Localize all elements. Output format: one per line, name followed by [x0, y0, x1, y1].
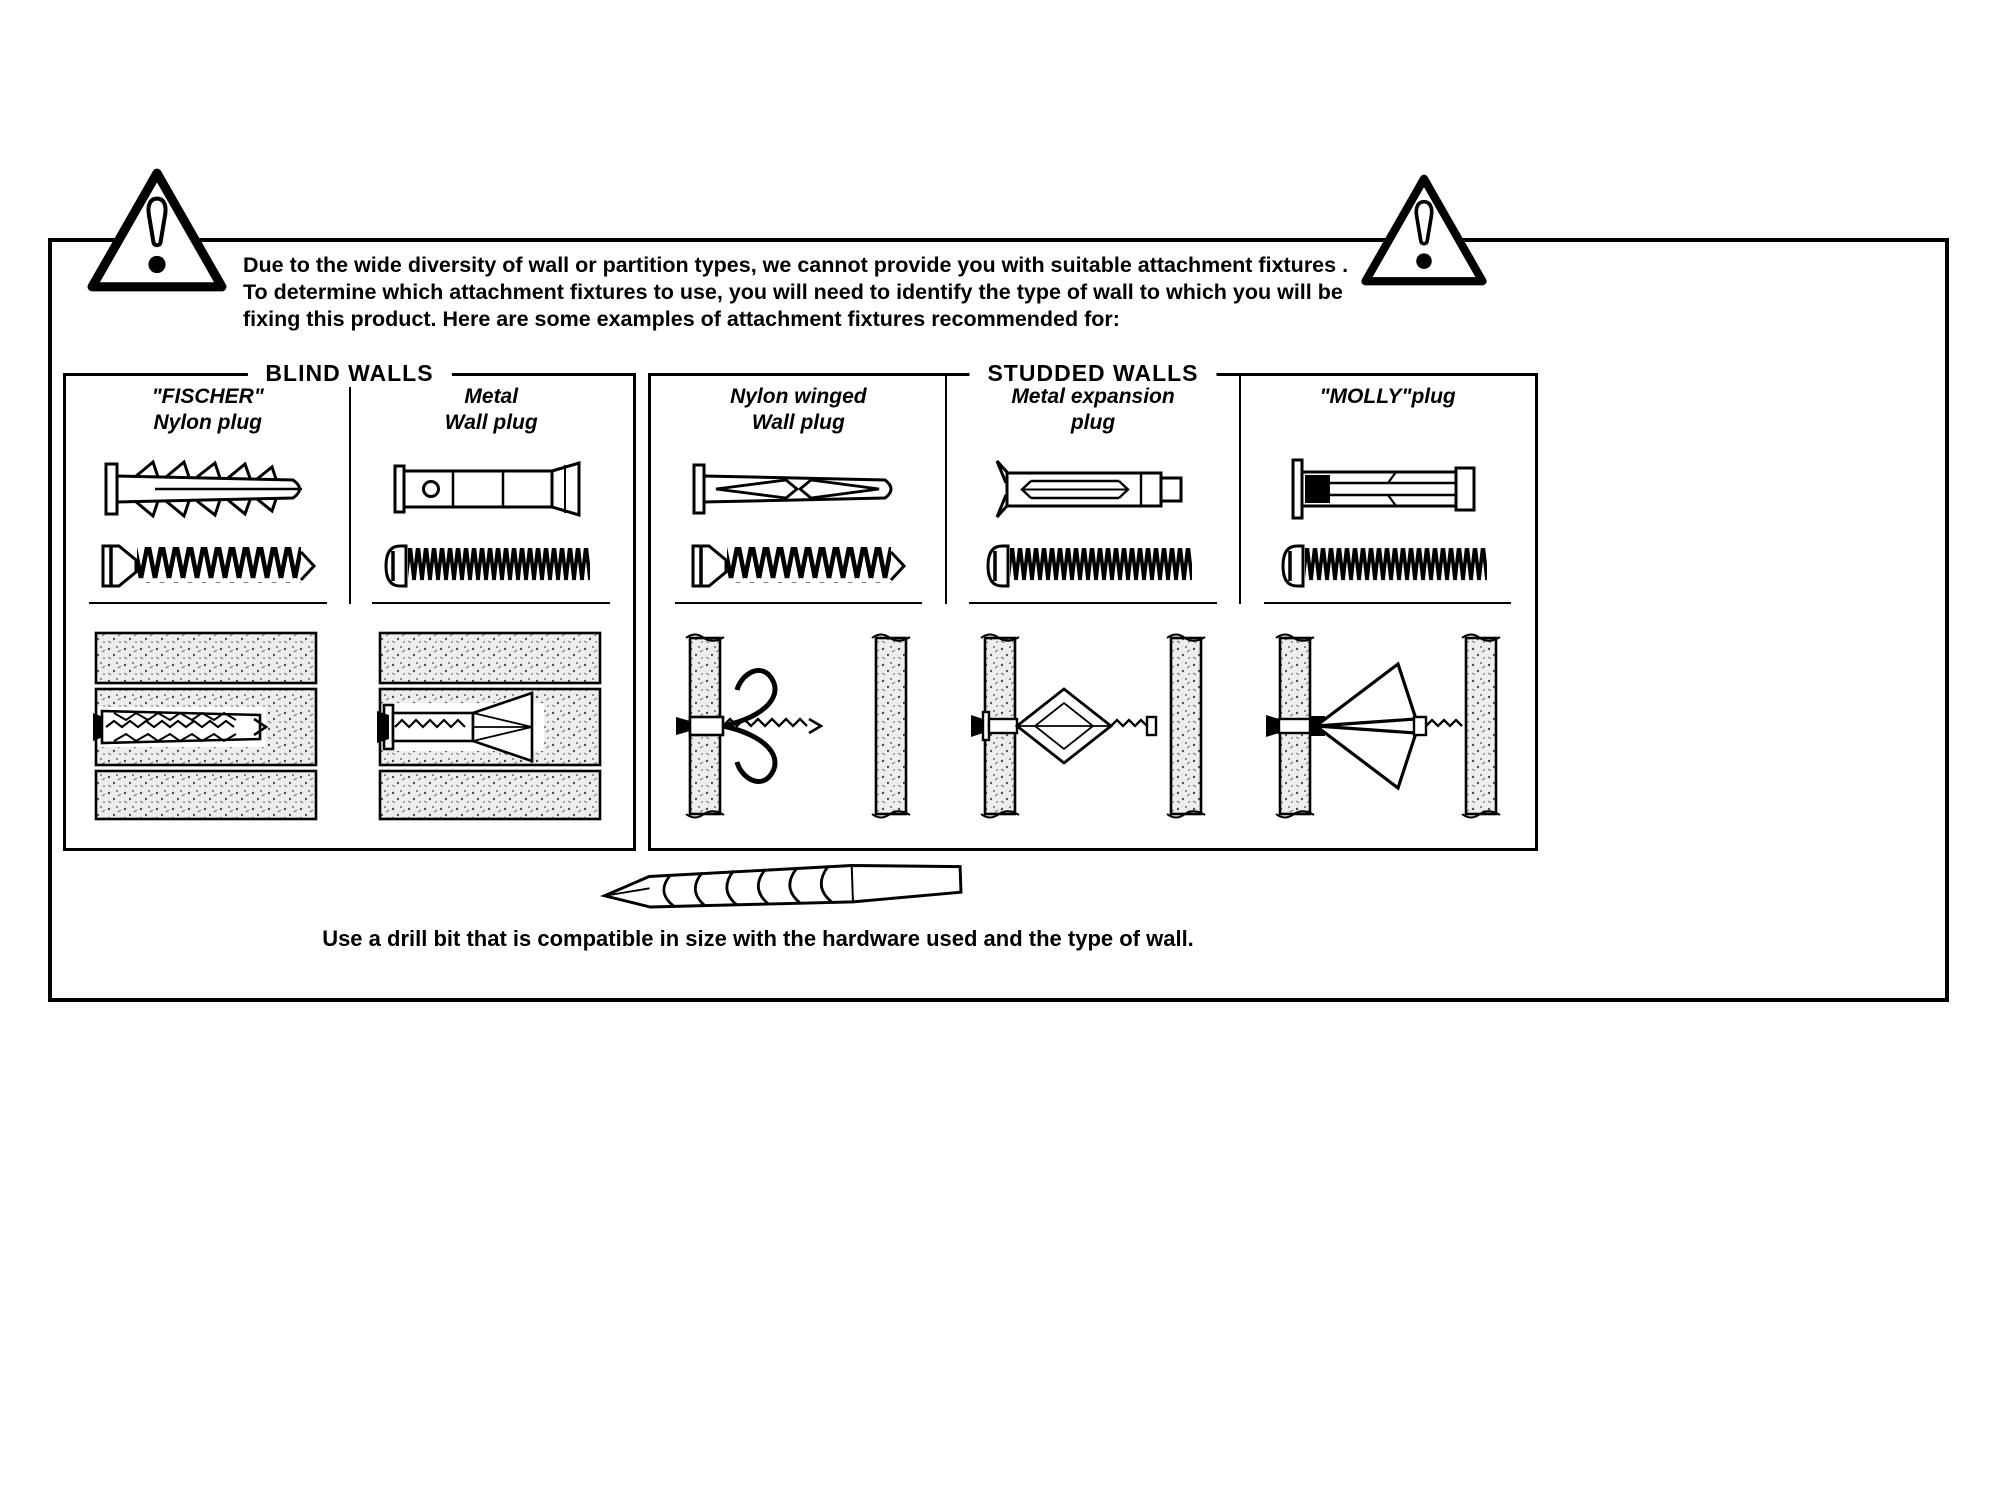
column-divider: [1239, 376, 1242, 604]
section-blind-walls: BLIND WALLS "FISCHER" Nylon plug: [63, 360, 636, 851]
metal-plug-blind-wall-cross-section-icon: [374, 604, 609, 848]
nylon-winged-plug-icon: [689, 442, 907, 536]
column-separator: [674, 602, 923, 604]
section-studded-walls: STUDDED WALLS Nylon winged Wall plug: [648, 360, 1538, 851]
column-separator: [372, 602, 611, 604]
metal-wall-plug-icon: [391, 442, 591, 536]
column-separator: [88, 602, 327, 604]
section-title: STUDDED WALLS: [969, 360, 1217, 387]
pan-head-machine-screw-icon: [984, 536, 1202, 596]
fixture-label: "MOLLY"plug: [1319, 385, 1456, 408]
countersunk-wood-screw-icon: [689, 536, 907, 596]
countersunk-wood-screw-icon: [99, 536, 317, 596]
metal-expansion-plug-icon: [993, 442, 1193, 536]
pan-head-machine-screw-icon: [1279, 536, 1497, 596]
drill-bit-note: Use a drill bit that is compatible in si…: [322, 926, 1194, 951]
column-nylon-winged-plug: Nylon winged Wall plug: [651, 376, 946, 848]
column-divider: [944, 376, 947, 604]
pan-head-machine-screw-icon: [382, 536, 600, 596]
intro-text: Due to the wide diversity of wall or par…: [243, 253, 1349, 331]
fixture-label: Metal Wall plug: [444, 385, 538, 434]
molly-plug-icon: [1288, 442, 1488, 536]
fischer-blind-wall-cross-section-icon: [90, 604, 325, 848]
column-metal-expansion-plug: Metal expansion plug: [946, 376, 1241, 848]
column-separator: [969, 602, 1217, 604]
column-divider: [348, 376, 351, 604]
column-separator: [1263, 602, 1512, 604]
column-molly-plug: "MOLLY"plug: [1240, 376, 1535, 848]
fixture-label: "FISCHER" Nylon plug: [151, 385, 264, 434]
column-metal-wall-plug: Metal Wall plug: [350, 376, 634, 848]
molly-studded-wall-cross-section-icon: [1262, 604, 1514, 848]
section-title: BLIND WALLS: [247, 360, 452, 387]
fixture-label: Nylon winged Wall plug: [730, 385, 867, 434]
column-fischer-nylon-plug: "FISCHER" Nylon plug: [66, 376, 350, 848]
fischer-nylon-plug-icon: [103, 442, 313, 536]
metal-expansion-studded-wall-cross-section-icon: [967, 604, 1219, 848]
warning-icon: [86, 166, 228, 294]
fixture-label: Metal expansion plug: [1011, 385, 1175, 434]
drill-bit-icon: [597, 849, 974, 926]
warning-icon: [1360, 172, 1488, 288]
nylon-winged-studded-wall-cross-section-icon: [672, 604, 924, 848]
